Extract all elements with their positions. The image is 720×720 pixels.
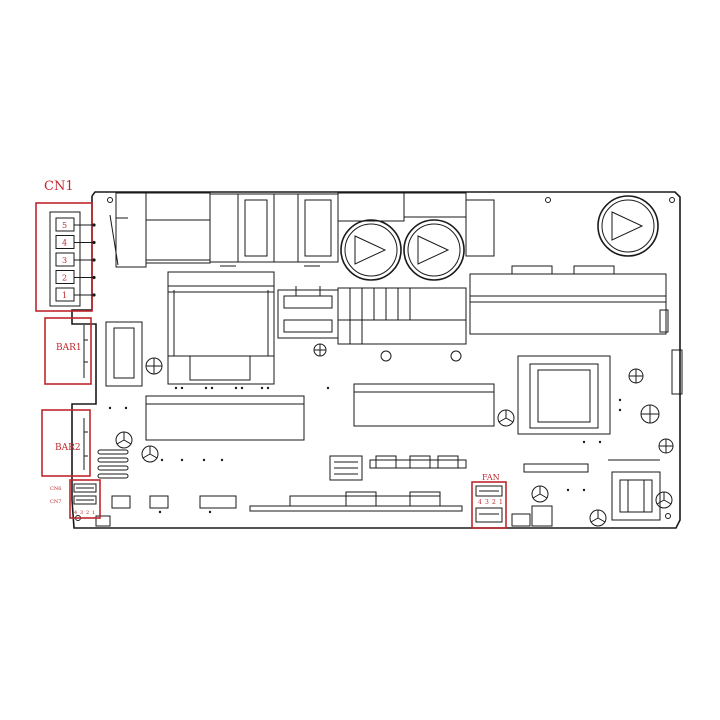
fan-pin-number: 2 (492, 499, 496, 506)
heatsink-left (167, 271, 275, 385)
cn6-label: CN6 (50, 486, 61, 492)
bar1-label: BAR1 (56, 343, 82, 353)
cn1-pin: 5 (55, 217, 96, 232)
capacitor-left (340, 219, 402, 281)
edge-pads (97, 449, 129, 479)
cn1-pin-number: 5 (62, 221, 67, 230)
cn7-label: CN7 (50, 499, 61, 505)
cn1-pin: 3 (55, 252, 96, 267)
fan-pin-number: 1 (499, 499, 503, 506)
cn1-pin-number: 1 (62, 291, 67, 300)
bar1-connector (44, 317, 92, 385)
heatsink-center (337, 287, 467, 345)
cn7-pin-number: 1 (92, 510, 95, 516)
tri-spoke-fasteners (115, 409, 673, 527)
fan-pin-number: 4 (478, 499, 482, 506)
cn1-pin: 1 (55, 287, 96, 302)
bar2-connector (41, 409, 91, 477)
inductor-center (277, 286, 339, 339)
cn1-pin-number: 4 (62, 239, 67, 248)
cn7-pin-number: 3 (80, 510, 83, 516)
cn1-pin-number: 3 (62, 256, 67, 265)
cn1-pin: 2 (55, 270, 96, 284)
cn1-label: CN1 (44, 179, 74, 194)
screw-terminals (145, 343, 674, 454)
cn7-pin-number: 2 (86, 510, 89, 516)
cn1-connector: 5 4 3 2 1 (35, 202, 96, 312)
bar2-label: BAR2 (55, 443, 81, 453)
cn1-pin: 4 (55, 235, 96, 249)
board-outline (71, 191, 681, 529)
transformer (517, 349, 683, 435)
cn7-pin-number: 4 (74, 510, 77, 516)
header-connectors (95, 455, 589, 527)
cn1-pin-number: 2 (62, 274, 67, 283)
via-dots (108, 386, 622, 514)
capacitor-topright (597, 195, 659, 257)
fan-pin-number: 3 (485, 499, 489, 506)
fan-label: FAN (482, 473, 500, 482)
heatsink-right (469, 265, 669, 335)
resistor-blocks (105, 321, 495, 441)
inductor-bottom-right (608, 459, 661, 521)
capacitor-right (403, 219, 465, 281)
relay-group-top (109, 192, 495, 268)
